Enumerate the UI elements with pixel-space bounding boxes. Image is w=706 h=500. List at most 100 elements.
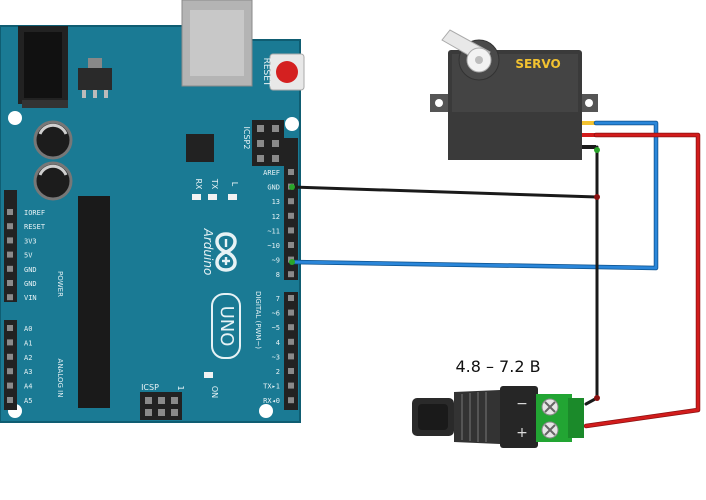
pin-label: 3V3 <box>24 237 37 245</box>
wire-junction <box>594 194 600 200</box>
pin-label: A0 <box>24 325 32 333</box>
reset-button[interactable] <box>269 53 305 91</box>
icsp-label: ICSP <box>141 383 159 392</box>
power-header <box>4 190 17 302</box>
reset-label: RESET <box>261 58 271 87</box>
plus-symbol: + <box>516 425 528 441</box>
rx-led <box>192 194 201 200</box>
rx-label: RX <box>194 178 203 190</box>
on-label: ON <box>210 386 219 398</box>
pin-label: AREF <box>263 169 280 177</box>
mounting-hole <box>285 117 299 131</box>
servo-motor: SERVO <box>430 29 598 160</box>
header-pin <box>288 227 294 234</box>
pin-label: RX◂0 <box>263 397 280 405</box>
capacitor <box>33 120 73 160</box>
servo-lead-yellow <box>582 121 596 125</box>
header-pin <box>7 325 13 331</box>
uno-badge: UNO <box>211 293 241 359</box>
power-wire-red <box>583 132 701 429</box>
on-led <box>204 372 213 378</box>
pin-label: GND <box>267 184 280 192</box>
pin-label: 13 <box>272 198 280 206</box>
pin-label: 12 <box>272 213 280 221</box>
header-pin <box>7 237 13 244</box>
header-pin <box>288 198 294 205</box>
pin-label: 7 <box>276 295 280 303</box>
voltage-regulator <box>78 58 112 98</box>
pin-label: 2 <box>276 368 280 376</box>
header-pin <box>288 309 294 316</box>
header-pin <box>7 353 13 360</box>
servo-horn-icon <box>441 29 492 73</box>
dc-barrel-jack <box>18 26 68 108</box>
pin-label: ~6 <box>272 310 280 318</box>
digital-group-label: DIGITAL (PWM~) <box>254 291 262 349</box>
header-pin <box>7 294 13 301</box>
capacitor <box>33 161 73 201</box>
header-pin <box>288 397 294 404</box>
pin-label: 8 <box>276 271 280 279</box>
pin-label: ~11 <box>267 227 280 235</box>
arduino-uno-board: RESET ICSP2 TX RX L <box>0 0 305 423</box>
tx-label: TX <box>210 178 219 190</box>
pin-label: GND <box>24 280 37 288</box>
pin-label: A2 <box>24 354 32 362</box>
dc-power-jack-adapter: − + <box>412 386 538 448</box>
header-pin <box>288 271 294 278</box>
header-pin <box>288 353 294 360</box>
pin-label: A4 <box>24 383 32 391</box>
header-pin <box>7 368 13 375</box>
arduino-logo-icon <box>215 232 237 272</box>
pin-label: TX▸1 <box>263 383 280 391</box>
screw-terminal-block <box>536 394 584 442</box>
header-pin <box>288 242 294 248</box>
usb-controller-chip <box>186 134 214 162</box>
digital-header-bottom <box>284 292 298 410</box>
mounting-hole <box>8 111 22 125</box>
header-pin <box>288 368 294 374</box>
minus-symbol: − <box>516 396 528 412</box>
voltage-label: 4.8 – 7.2 B <box>455 357 540 376</box>
pin-label: 5V <box>24 252 33 260</box>
pin-label: GND <box>24 266 37 274</box>
header-pin <box>288 324 294 331</box>
icsp-header <box>140 392 182 420</box>
usb-b-connector <box>181 0 253 87</box>
servo-connection <box>594 147 600 153</box>
pin-label: IOREF <box>24 209 45 217</box>
tx-led <box>208 194 217 200</box>
servo-lead-black <box>582 145 596 149</box>
atmega-microcontroller <box>78 196 110 408</box>
icsp2-header <box>252 120 284 166</box>
digital-header-top <box>284 138 298 280</box>
l-label: L <box>230 182 239 187</box>
icsp2-label: ICSP2 <box>242 127 251 150</box>
analog-group-label: ANALOG IN <box>56 359 64 398</box>
header-pin <box>7 382 13 389</box>
pin-label: ~9 <box>272 257 280 265</box>
header-pin <box>288 338 294 345</box>
arduino-brand-text: Arduino <box>201 228 215 276</box>
pin-label: ~5 <box>272 324 280 332</box>
header-pin <box>288 382 294 389</box>
pin-connection-gnd <box>289 184 295 190</box>
pin-label: ~10 <box>267 242 280 250</box>
pin-label: ~3 <box>272 353 280 361</box>
pin-label: RESET <box>24 223 46 231</box>
analog-header <box>4 320 17 410</box>
header-pin <box>7 223 13 230</box>
pin-label: A3 <box>24 368 32 376</box>
header-pin <box>7 397 13 403</box>
header-pin <box>288 295 294 301</box>
header-pin <box>7 251 13 258</box>
wire-junction <box>594 395 600 401</box>
ground-wire-supply <box>584 195 599 406</box>
header-pin <box>7 265 13 272</box>
pin-label: A5 <box>24 397 32 405</box>
pin-connection-9 <box>289 259 295 265</box>
servo-lead-red <box>582 133 596 137</box>
icsp-pin1-label: 1 <box>176 385 185 390</box>
header-pin <box>288 169 294 175</box>
